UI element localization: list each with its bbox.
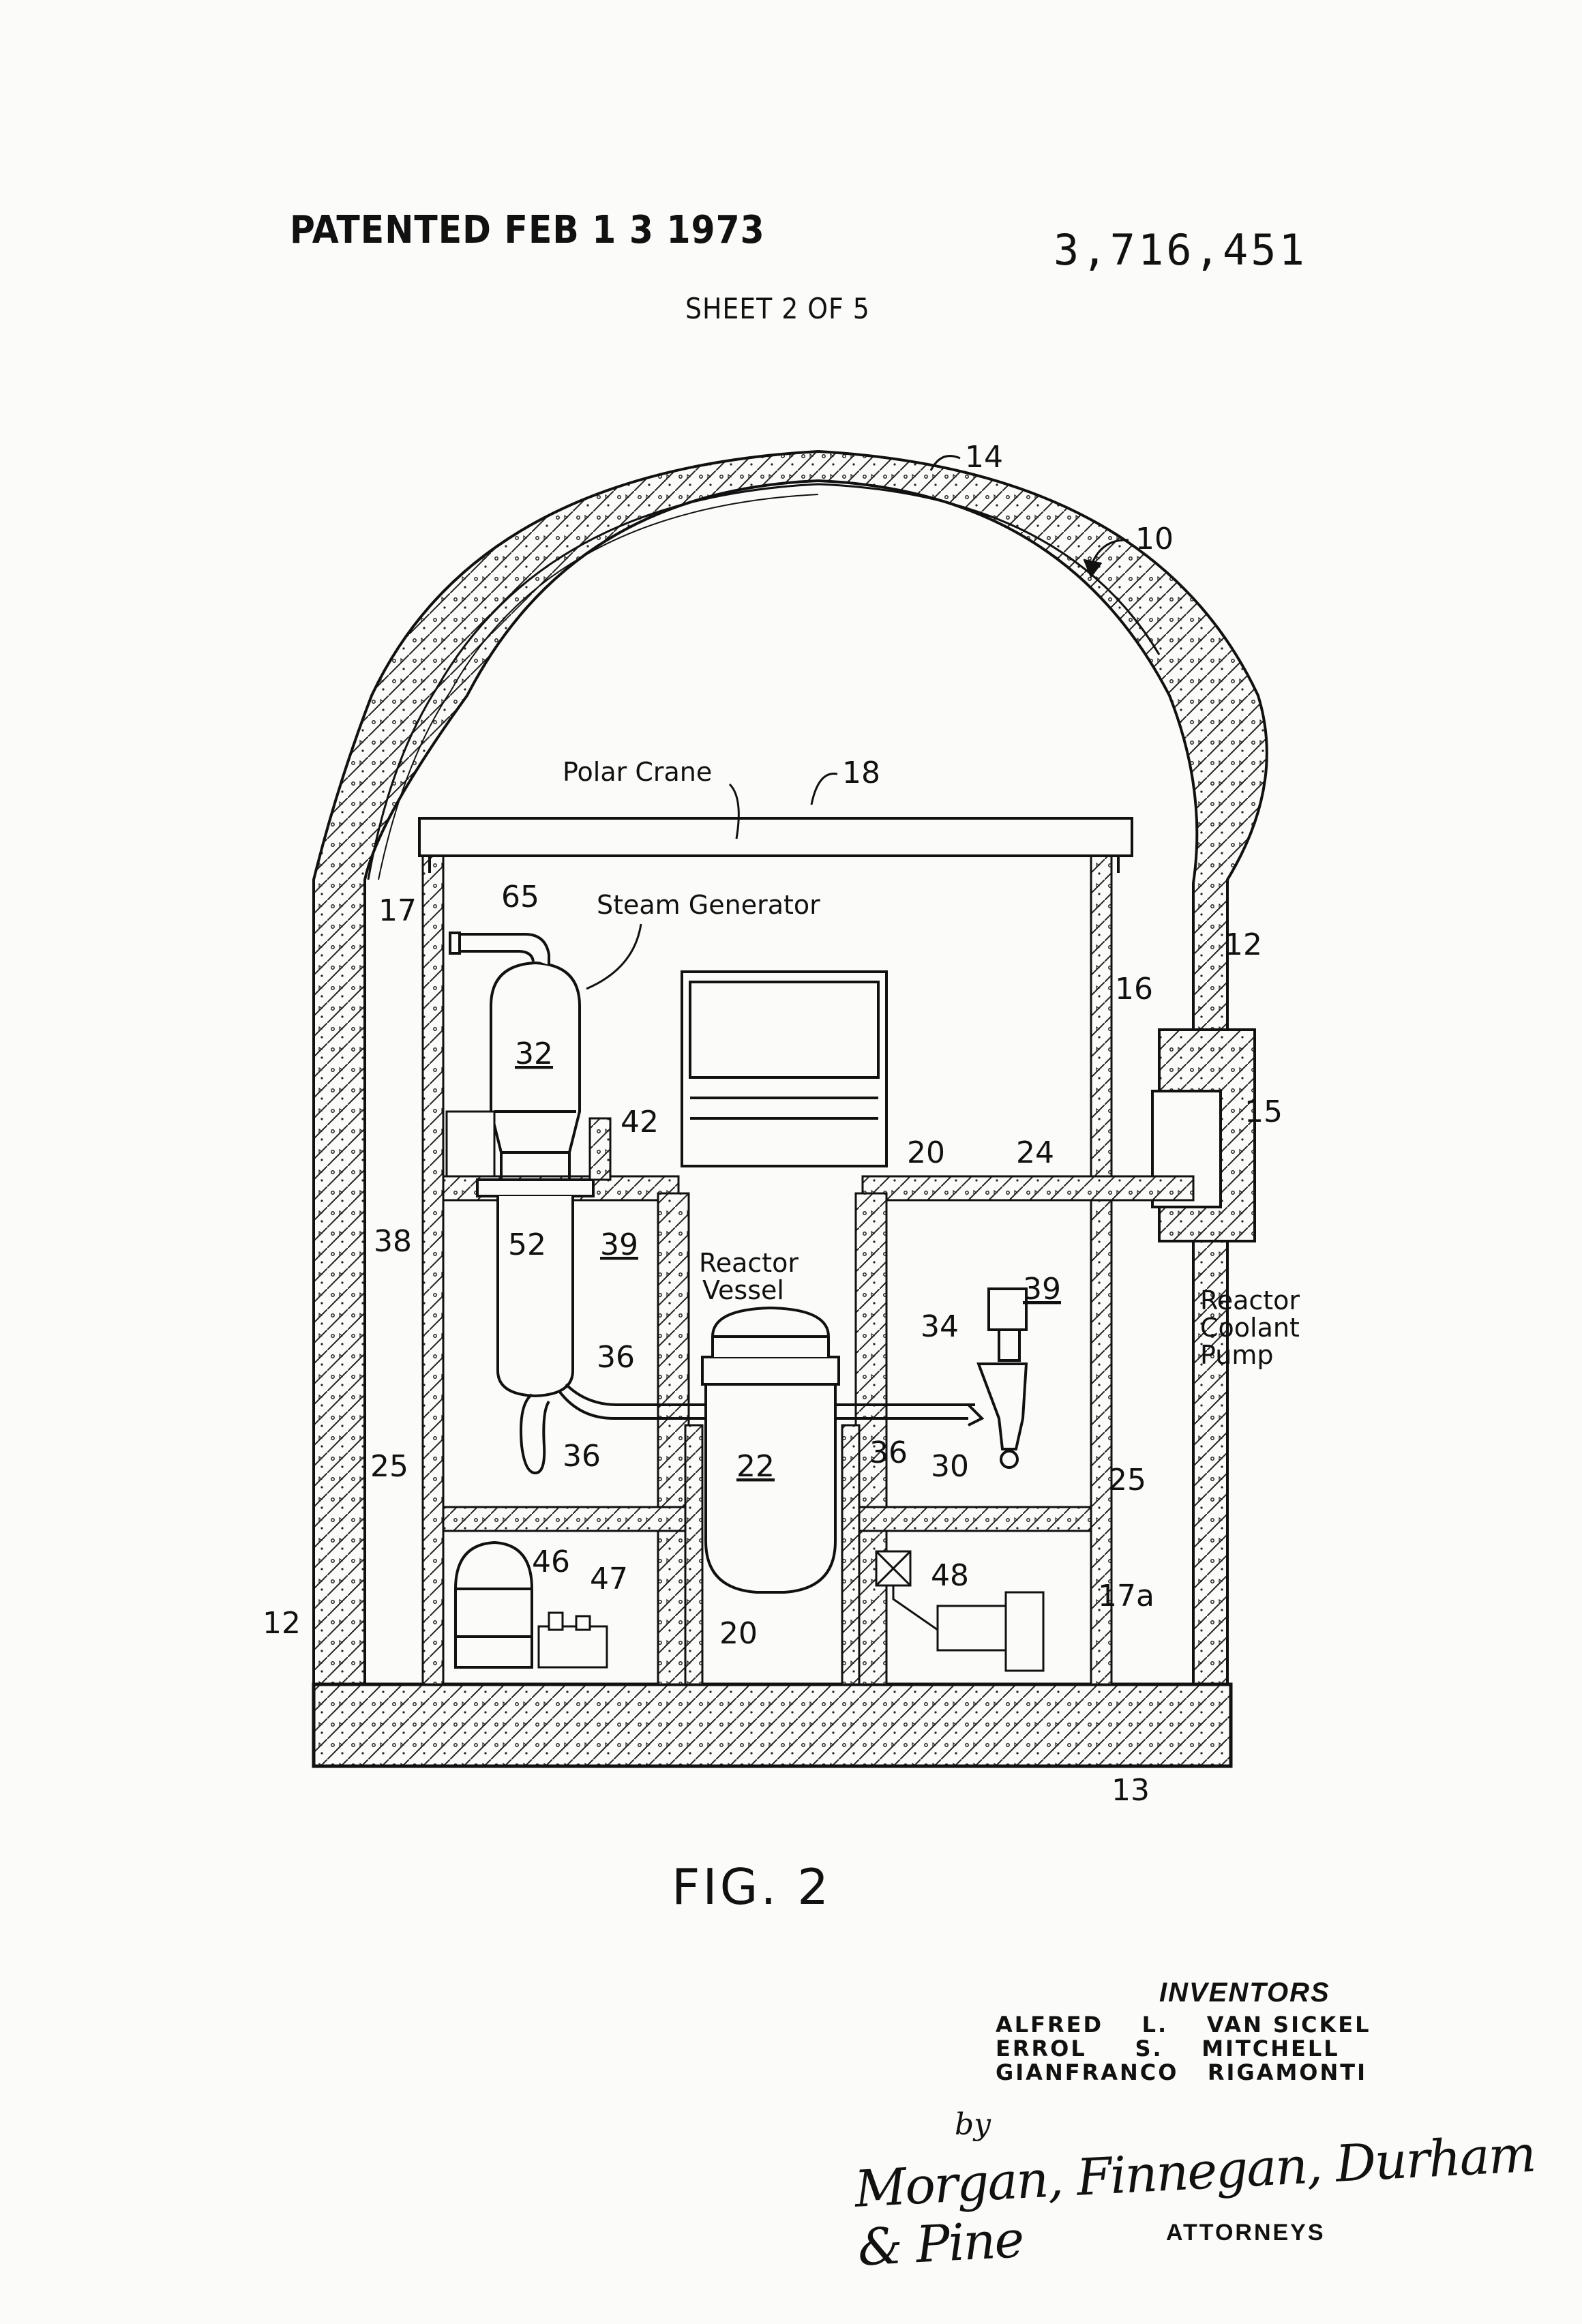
accumulator-tank-46 bbox=[456, 1543, 532, 1667]
by-label: by bbox=[955, 2107, 991, 2142]
label-52: 52 bbox=[508, 1227, 546, 1262]
label-15: 15 bbox=[1244, 1094, 1283, 1129]
label-36-a: 36 bbox=[597, 1340, 635, 1375]
attorneys-label: ATTORNEYS bbox=[1166, 2220, 1326, 2246]
label-17a: 17a bbox=[1098, 1579, 1154, 1613]
base-slab bbox=[314, 1684, 1231, 1766]
label-38: 38 bbox=[374, 1224, 412, 1259]
label-39-right: 39 bbox=[1023, 1272, 1061, 1307]
label-16: 16 bbox=[1115, 972, 1153, 1007]
label-32: 32 bbox=[515, 1037, 553, 1071]
label-12-left: 12 bbox=[263, 1606, 301, 1641]
label-17: 17 bbox=[378, 893, 417, 928]
reactor-vessel-label-2: Vessel bbox=[702, 1275, 784, 1305]
equipment-hatch bbox=[1152, 1030, 1255, 1241]
label-36-c: 36 bbox=[869, 1435, 908, 1470]
equipment-47 bbox=[539, 1613, 607, 1667]
label-20-top: 20 bbox=[907, 1135, 945, 1170]
inventor-1: ALFRED L. VAN SICKEL bbox=[996, 2012, 1371, 2038]
label-65: 65 bbox=[501, 880, 539, 914]
label-46: 46 bbox=[532, 1545, 570, 1579]
label-42: 42 bbox=[621, 1105, 659, 1139]
label-10: 10 bbox=[1135, 522, 1174, 556]
support-42 bbox=[590, 1118, 610, 1180]
coolant-pump-label-3: Pump bbox=[1200, 1340, 1273, 1370]
label-39-left: 39 bbox=[600, 1227, 638, 1262]
label-20-bottom: 20 bbox=[719, 1616, 758, 1651]
refueling-machine bbox=[682, 972, 886, 1166]
label-34: 34 bbox=[921, 1309, 959, 1344]
polar-crane bbox=[419, 818, 1132, 873]
reactor-vessel-label-1: Reactor bbox=[699, 1248, 799, 1278]
figure-label: FIG. 2 bbox=[672, 1858, 831, 1916]
inventor-3: GIANFRANCO RIGAMONTI bbox=[996, 2059, 1367, 2085]
label-48: 48 bbox=[931, 1558, 969, 1593]
label-30: 30 bbox=[931, 1449, 969, 1484]
label-22: 22 bbox=[736, 1449, 775, 1484]
coolant-pump-label-2: Coolant bbox=[1200, 1313, 1300, 1343]
label-25-right: 25 bbox=[1108, 1463, 1146, 1498]
label-25-left: 25 bbox=[370, 1449, 408, 1484]
inventor-2: ERROL S. MITCHELL bbox=[996, 2036, 1340, 2061]
sg-lateral-support bbox=[447, 1112, 494, 1176]
label-36-b: 36 bbox=[563, 1439, 601, 1474]
label-18: 18 bbox=[842, 756, 880, 790]
label-24: 24 bbox=[1016, 1135, 1054, 1170]
steam-generator-label: Steam Generator bbox=[597, 890, 820, 920]
coolant-pump-label-1: Reactor bbox=[1200, 1285, 1300, 1315]
label-47: 47 bbox=[590, 1562, 628, 1596]
label-14: 14 bbox=[965, 440, 1003, 475]
reactor-coolant-pump bbox=[968, 1289, 1026, 1468]
label-13: 13 bbox=[1111, 1773, 1150, 1808]
inventors-heading: INVENTORS bbox=[1159, 1978, 1330, 2008]
polar-crane-label: Polar Crane bbox=[563, 757, 712, 787]
label-12-right: 12 bbox=[1224, 927, 1262, 962]
